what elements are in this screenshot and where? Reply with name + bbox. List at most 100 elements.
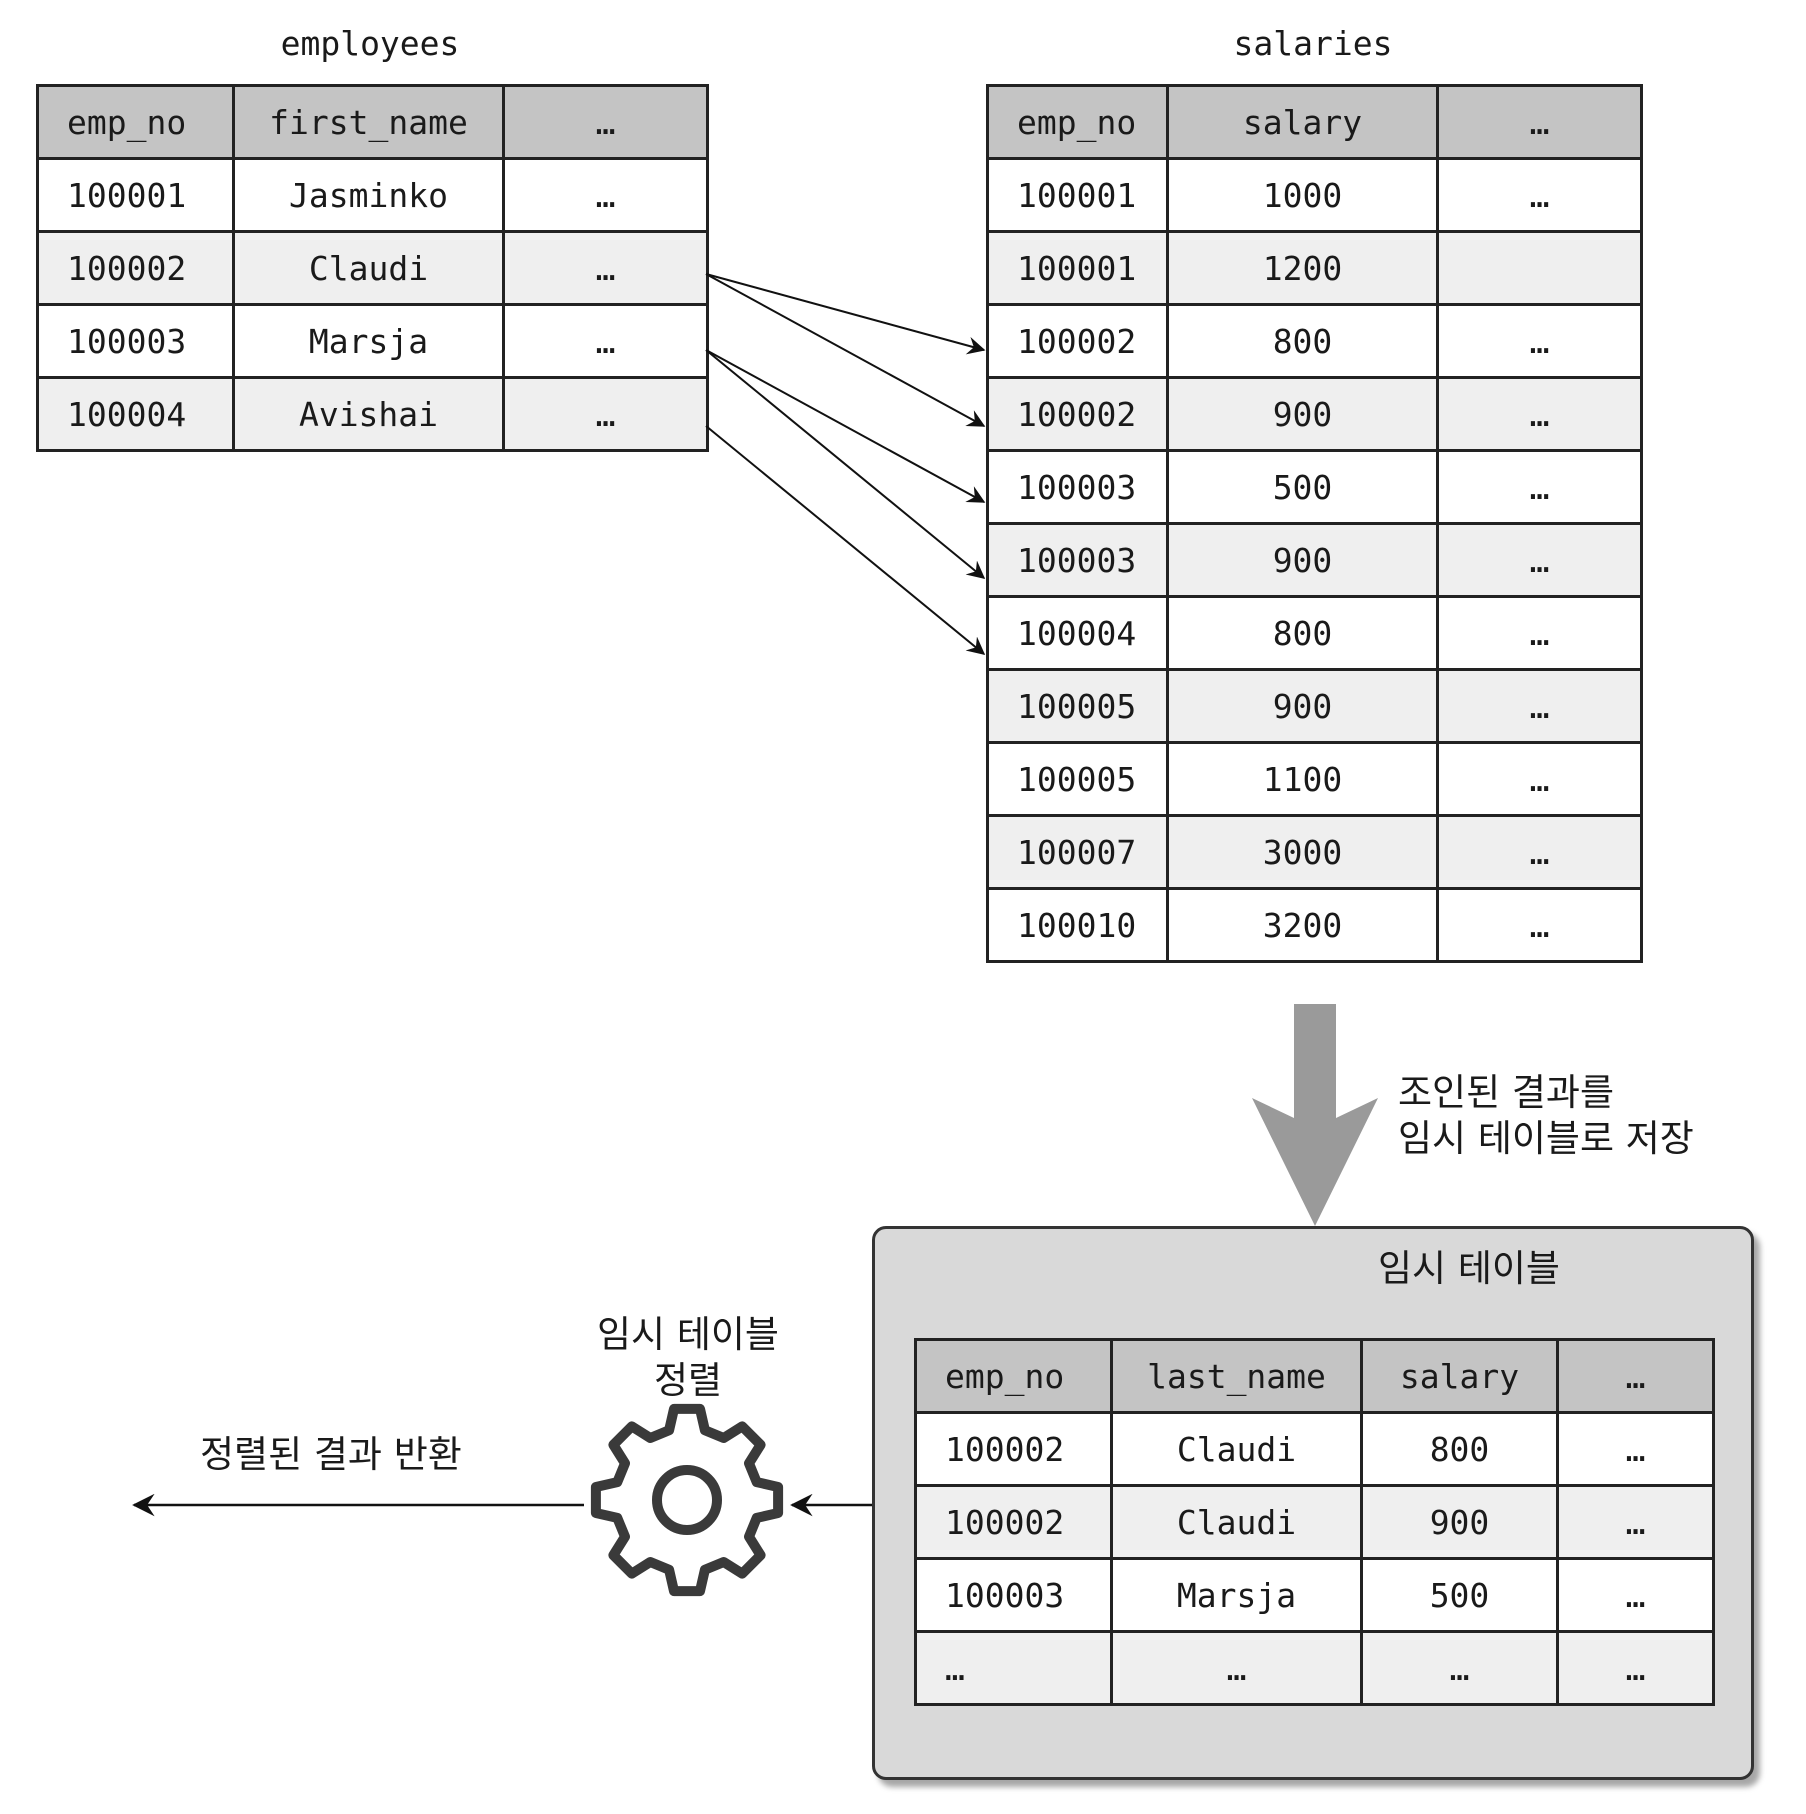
- employees-cell: Avishai: [232, 376, 505, 452]
- temp_table-cell: 800: [1360, 1411, 1559, 1487]
- salaries-cell: 100010: [986, 887, 1169, 963]
- salaries-cell: …: [1436, 303, 1643, 379]
- salaries-cell: 100005: [986, 668, 1169, 744]
- salaries-header-cell: emp_no: [986, 84, 1169, 160]
- temp_table-cell: …: [1556, 1630, 1715, 1706]
- employees-cell: …: [502, 376, 709, 452]
- join-arrows: [705, 273, 986, 655]
- salaries-caption: salaries: [1233, 24, 1393, 63]
- salaries-cell: 100001: [986, 230, 1169, 306]
- salaries-cell: 100007: [986, 814, 1169, 890]
- salaries-cell: [1436, 230, 1643, 306]
- employees-header-cell: first_name: [232, 84, 505, 160]
- employees-cell: Jasminko: [232, 157, 505, 233]
- temp_table-cell: …: [1556, 1484, 1715, 1560]
- temp_table-cell: Marsja: [1110, 1557, 1363, 1633]
- salaries-cell: …: [1436, 376, 1643, 452]
- employees-cell: 100004: [36, 376, 235, 452]
- salaries-cell: …: [1436, 814, 1643, 890]
- employees-cell: …: [502, 157, 709, 233]
- temp_table-cell: 100003: [914, 1557, 1113, 1633]
- employees-header-cell: emp_no: [36, 84, 235, 160]
- temp_table-cell: Claudi: [1110, 1411, 1363, 1487]
- employees-cell: Claudi: [232, 230, 505, 306]
- salaries-cell: …: [1436, 522, 1643, 598]
- store-arrow: [1252, 1004, 1378, 1226]
- employees-cell: …: [502, 230, 709, 306]
- salaries-cell: 1200: [1166, 230, 1439, 306]
- join-arrow: [705, 349, 986, 503]
- temp_table-cell: 100002: [914, 1411, 1113, 1487]
- salaries-cell: 100005: [986, 741, 1169, 817]
- employees-cell: 100002: [36, 230, 235, 306]
- temp_table-header-cell: …: [1556, 1338, 1715, 1414]
- salaries-cell: 3200: [1166, 887, 1439, 963]
- salaries-cell: 100002: [986, 303, 1169, 379]
- temp_table-cell: …: [1110, 1630, 1363, 1706]
- salaries-cell: 1100: [1166, 741, 1439, 817]
- temp_table-cell: Claudi: [1110, 1484, 1363, 1560]
- employees-cell: Marsja: [232, 303, 505, 379]
- salaries-cell: 900: [1166, 376, 1439, 452]
- salaries-cell: …: [1436, 157, 1643, 233]
- temp_table-cell: …: [1556, 1557, 1715, 1633]
- salaries-cell: …: [1436, 668, 1643, 744]
- temp_table-header-cell: salary: [1360, 1338, 1559, 1414]
- temp_table-cell: …: [1556, 1411, 1715, 1487]
- temp-table-title: 임시 테이블: [1378, 1247, 1560, 1290]
- join-arrow: [705, 425, 986, 655]
- join-arrow: [705, 273, 986, 427]
- temp-sort-label: 임시 테이블 정렬: [597, 1313, 779, 1402]
- temp_table-cell: 900: [1360, 1484, 1559, 1560]
- temp_table-cell: 500: [1360, 1557, 1559, 1633]
- gear-icon: [590, 1403, 784, 1597]
- salaries-header-cell: …: [1436, 84, 1643, 160]
- temp_table-header-cell: last_name: [1110, 1338, 1363, 1414]
- join-arrow: [705, 349, 986, 579]
- employees-header-cell: …: [502, 84, 709, 160]
- salaries-cell: 1000: [1166, 157, 1439, 233]
- salaries-cell: 100003: [986, 449, 1169, 525]
- employees-cell: 100003: [36, 303, 235, 379]
- temp_table-cell: …: [1360, 1630, 1559, 1706]
- salaries-cell: 800: [1166, 303, 1439, 379]
- return-result-label: 정렬된 결과 반환: [200, 1433, 462, 1476]
- temp_table-cell: 100002: [914, 1484, 1113, 1560]
- salaries-cell: 100003: [986, 522, 1169, 598]
- salaries-cell: …: [1436, 887, 1643, 963]
- employees-cell: 100001: [36, 157, 235, 233]
- salaries-cell: 100004: [986, 595, 1169, 671]
- join-arrow: [705, 273, 986, 355]
- salaries-cell: 3000: [1166, 814, 1439, 890]
- temp_table-header-cell: emp_no: [914, 1338, 1113, 1414]
- salaries-cell: 500: [1166, 449, 1439, 525]
- salaries-cell: …: [1436, 449, 1643, 525]
- temp_table-cell: …: [914, 1630, 1113, 1706]
- salaries-cell: 900: [1166, 522, 1439, 598]
- employees-caption: employees: [280, 24, 460, 63]
- salaries-cell: 100001: [986, 157, 1169, 233]
- salaries-cell: 100002: [986, 376, 1169, 452]
